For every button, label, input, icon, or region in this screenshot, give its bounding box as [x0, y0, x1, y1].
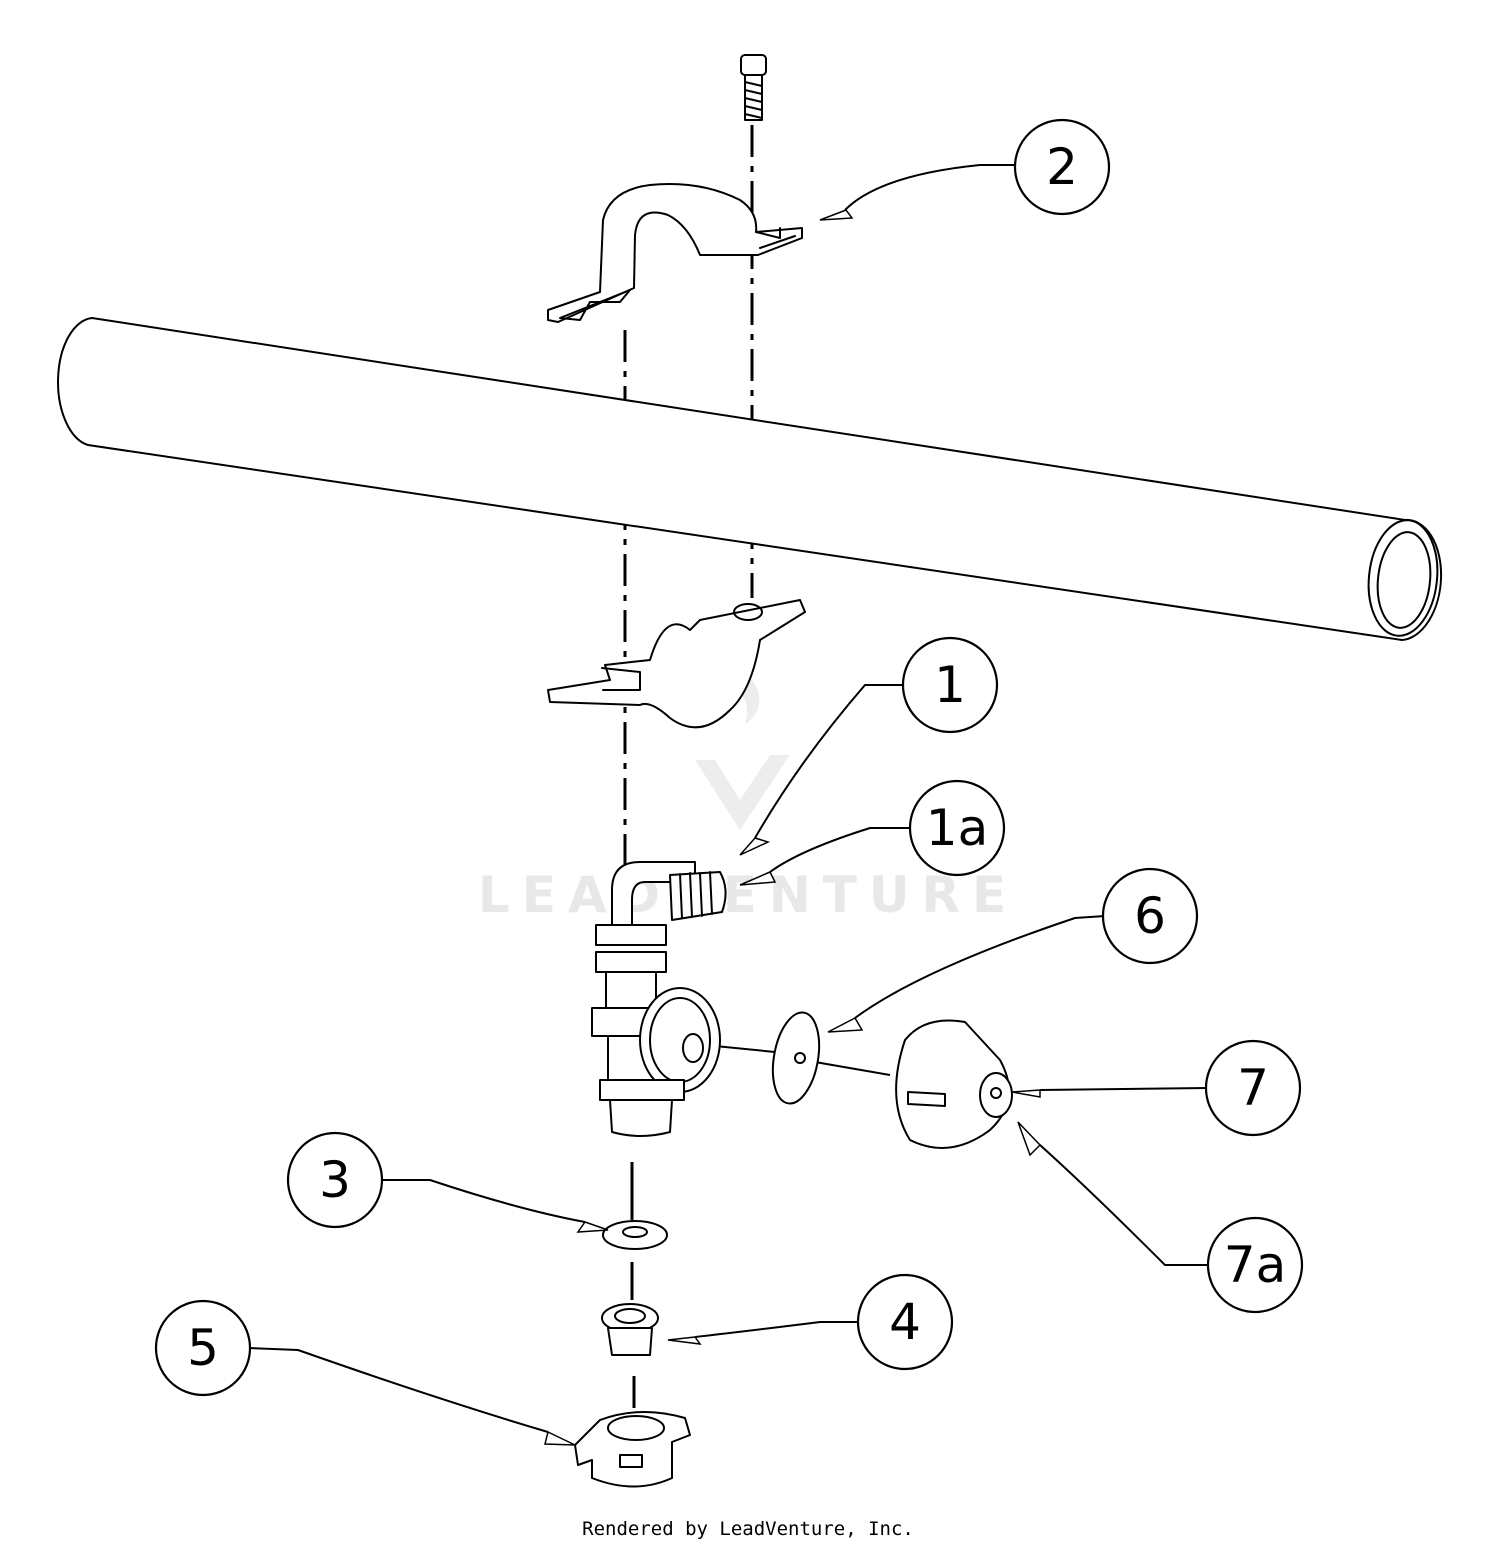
callout-4: 4: [856, 1273, 954, 1371]
assembly-axis-lines: [623, 125, 891, 1408]
nozzle-body: [591, 861, 727, 1137]
callout-5: 5: [154, 1299, 252, 1397]
part-6-disc: [771, 1011, 821, 1105]
screw: [740, 54, 767, 121]
callout-1: 1: [901, 636, 999, 734]
callout-7: 7: [1204, 1039, 1302, 1137]
part-7-cap: [895, 1019, 1013, 1149]
callout-2-label: 2: [1046, 138, 1078, 196]
callout-4-label: 4: [889, 1293, 921, 1351]
leadventure-watermark: LEADVENTURE: [478, 640, 1018, 924]
callout-5-label: 5: [187, 1319, 219, 1377]
callout-1-label: 1: [934, 656, 966, 714]
boom-pipe: [57, 317, 1443, 641]
callout-7-label: 7: [1237, 1059, 1269, 1117]
callout-3: 3: [286, 1131, 384, 1229]
part-4-strainer: [601, 1303, 659, 1356]
part-5-nut: [574, 1411, 691, 1488]
credit-text: Rendered by LeadVenture, Inc.: [582, 1518, 914, 1540]
callout-7a: 7a: [1206, 1216, 1304, 1314]
callout-7a-label: 7a: [1224, 1236, 1286, 1294]
part-3-washer: [602, 1220, 668, 1250]
callout-3-label: 3: [319, 1151, 351, 1209]
lower-clamp: [547, 599, 806, 729]
callout-2: 2: [1013, 118, 1111, 216]
callout-1a-label: 1a: [926, 799, 988, 857]
callout-1a: 1a: [908, 779, 1006, 877]
watermark-text: LEADVENTURE: [478, 866, 1018, 924]
callout-6-label: 6: [1134, 887, 1166, 945]
upper-clamp: [547, 183, 803, 323]
leader-lines: [247, 164, 1210, 1446]
callout-6: 6: [1101, 867, 1199, 965]
